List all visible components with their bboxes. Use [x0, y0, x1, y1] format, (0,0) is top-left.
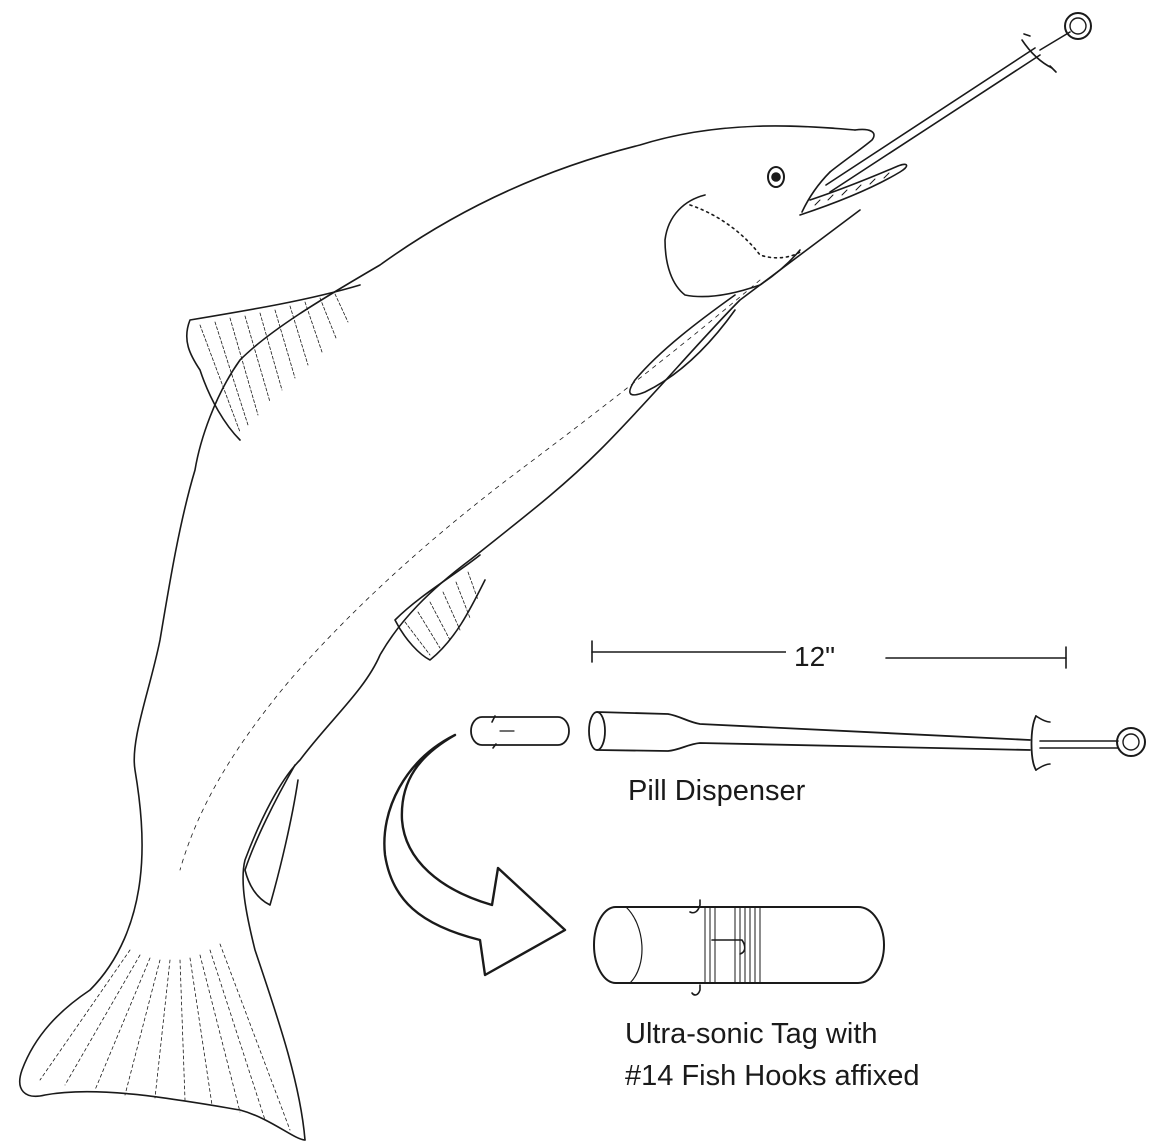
- salmon-pupil: [772, 173, 780, 181]
- dispenser-in-mouth: [826, 13, 1091, 192]
- tag-label-line-2: #14 Fish Hooks affixed: [625, 1055, 919, 1097]
- pill-dispenser: [589, 712, 1145, 770]
- salmon-pelvic-fin: [395, 555, 485, 660]
- salmon-gill-dotted: [690, 205, 800, 258]
- salmon-drawing: [20, 126, 907, 1140]
- salmon-back-outline: [20, 126, 855, 1140]
- pill-dispenser-label: Pill Dispenser: [628, 774, 805, 809]
- curved-arrow: [384, 735, 565, 975]
- salmon-belly-outline: [243, 210, 860, 1140]
- tag-label-line-1: Ultra-sonic Tag with: [625, 1013, 919, 1055]
- pill-capsule: [471, 716, 569, 748]
- ultrasonic-tag: [594, 900, 884, 995]
- salmon-gill: [665, 195, 800, 297]
- fish-hook-bottom: [692, 985, 700, 995]
- ultrasonic-tag-label: Ultra-sonic Tag with #14 Fish Hooks affi…: [625, 1013, 919, 1097]
- salmon-pectoral-fin: [630, 295, 735, 395]
- tag-bands: [705, 907, 760, 983]
- scale-label: 12": [786, 640, 843, 674]
- salmon-anal-fin: [245, 765, 298, 905]
- salmon-snout: [830, 129, 874, 172]
- salmon-dorsal-fin: [187, 285, 360, 440]
- salmon-caudal-fin-rays: [40, 944, 290, 1130]
